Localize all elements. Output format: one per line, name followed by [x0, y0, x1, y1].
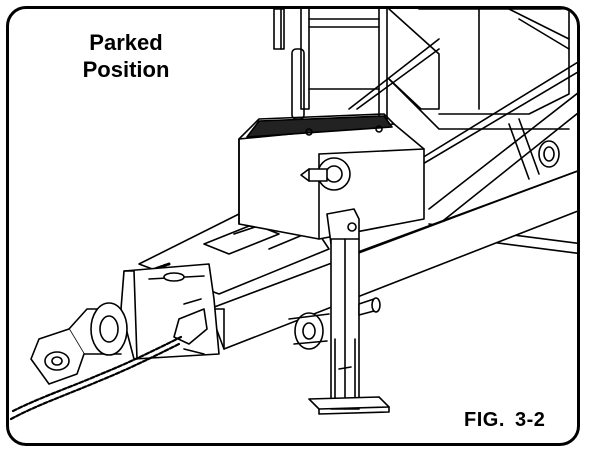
wheel-detail [288, 312, 330, 350]
caption-line-1: Parked [89, 30, 163, 55]
tongue-beam [208, 170, 577, 350]
hitch-coupler [30, 263, 220, 385]
figure-frame: Parked Position FIG. 3-2 [6, 6, 580, 446]
caption-line-2: Position [82, 57, 170, 82]
safety-chain [9, 335, 183, 421]
figure-number-label: FIG. 3-2 [464, 409, 546, 431]
parked-position-caption: Parked Position [61, 29, 191, 83]
housing-box [238, 113, 425, 240]
jack-stand [308, 208, 390, 415]
trailer-hitch-illustration [9, 9, 577, 421]
upper-frame [273, 9, 570, 130]
